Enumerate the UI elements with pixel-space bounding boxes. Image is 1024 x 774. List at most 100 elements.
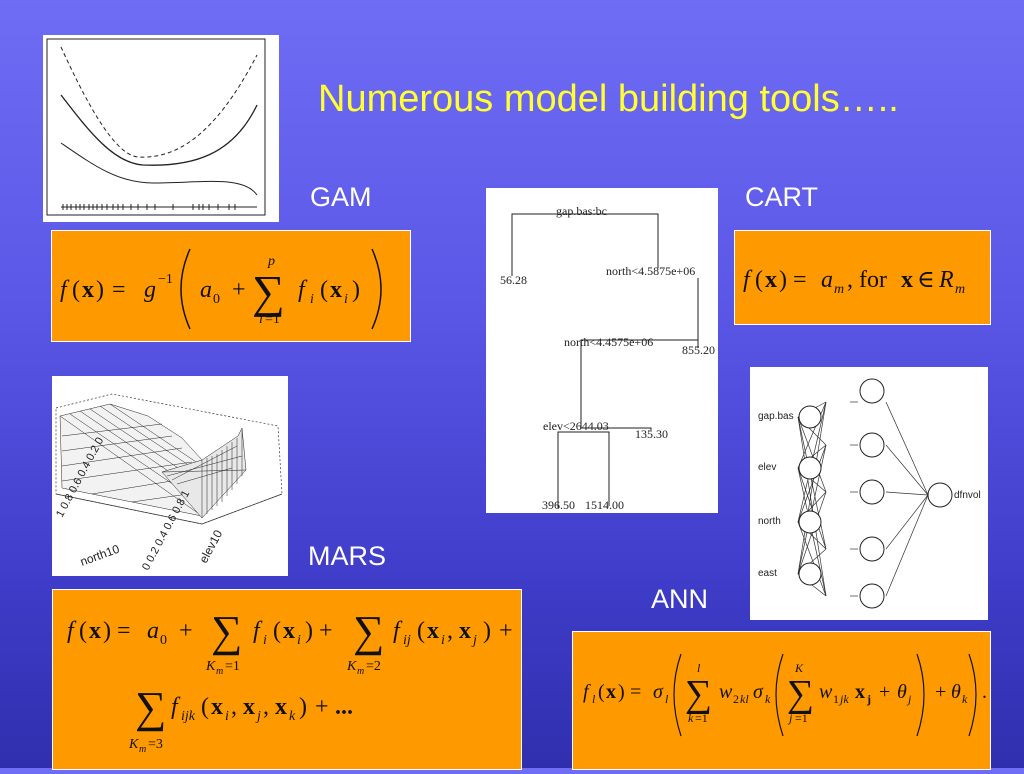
mars-label: MARS (308, 541, 387, 571)
svg-text:f: f (60, 277, 70, 303)
svg-text:=1: =1 (265, 312, 280, 327)
svg-text:K: K (346, 659, 357, 674)
svg-text:,: , (447, 618, 453, 644)
svg-text:a: a (821, 267, 833, 293)
svg-text:θ: θ (897, 681, 907, 703)
svg-text:l: l (697, 661, 701, 675)
svg-text:.: . (982, 681, 987, 703)
gam-curve-plot (43, 35, 279, 222)
svg-text:w: w (819, 681, 833, 703)
svg-text:): ) (299, 694, 307, 720)
svg-text:j: j (255, 709, 261, 724)
svg-text:i: i (263, 633, 267, 648)
svg-text:=1: =1 (225, 659, 240, 674)
svg-text:=: = (630, 681, 641, 703)
cart-tree-diagram: gap.bas:bc 56.28 north<4.5875e+06 855.20… (486, 188, 718, 513)
svg-text:R: R (938, 267, 954, 293)
svg-text:m: m (357, 666, 364, 677)
svg-text:,: , (231, 694, 237, 720)
svg-text:∈: ∈ (917, 267, 935, 293)
svg-text:i: i (344, 292, 348, 307)
svg-text:j: j (906, 692, 912, 706)
svg-text:): ) (305, 618, 313, 644)
svg-text:x: x (765, 267, 777, 293)
ann-network-diagram: gap.bas elev north east dfnvol (750, 367, 988, 620)
slide-title: Numerous model building tools….. (318, 78, 899, 120)
svg-text:(: ( (201, 694, 209, 720)
svg-text:x: x (211, 694, 223, 720)
svg-text:+: + (499, 618, 513, 644)
svg-text:,: , (263, 694, 269, 720)
ann-input-3: north (758, 516, 781, 527)
svg-text:(: ( (598, 681, 605, 703)
svg-text:x: x (82, 277, 94, 303)
svg-text:...: ... (335, 694, 353, 720)
svg-text:jk: jk (838, 692, 849, 706)
svg-text:i: i (297, 633, 301, 648)
svg-text:=1: =1 (695, 711, 708, 725)
svg-text:∑: ∑ (211, 607, 242, 656)
svg-text:k: k (765, 692, 771, 706)
svg-text:a: a (200, 277, 212, 303)
svg-text:w: w (719, 681, 733, 703)
svg-text:f: f (583, 681, 591, 703)
svg-text:x: x (283, 618, 295, 644)
svg-text:x: x (427, 618, 439, 644)
svg-text:g: g (144, 277, 156, 303)
svg-text:i: i (441, 633, 445, 648)
svg-text:+: + (315, 694, 329, 720)
svg-text:i: i (259, 312, 263, 327)
svg-text:): ) (483, 618, 491, 644)
svg-text:f: f (67, 618, 77, 644)
svg-text:(: ( (79, 618, 87, 644)
surface-elev-label: elev10 (196, 527, 225, 565)
svg-text:x: x (901, 267, 913, 293)
surface-north-label: north10 (78, 542, 121, 569)
svg-text:): ) (103, 618, 111, 644)
svg-text:(: ( (417, 618, 425, 644)
svg-text:): ) (352, 277, 360, 303)
tree-split-2: north<4.5875e+06 (606, 264, 695, 278)
svg-text:x: x (275, 694, 287, 720)
svg-text:+: + (879, 681, 890, 703)
svg-text:): ) (618, 681, 625, 703)
cart-formula: f ( x ) = a m , for x ∈ R m (734, 230, 991, 325)
svg-text:K: K (205, 659, 216, 674)
svg-text:=: = (793, 267, 807, 293)
svg-text:θ: θ (951, 681, 961, 703)
svg-text:m: m (834, 282, 844, 297)
svg-text:j: j (787, 711, 793, 725)
svg-text:i: i (225, 709, 229, 724)
svg-text:−1: −1 (158, 272, 173, 287)
svg-text:f: f (743, 267, 753, 293)
svg-text:k: k (289, 709, 296, 724)
svg-text:i: i (310, 292, 314, 307)
svg-text:j: j (866, 692, 871, 706)
ann-output: dfnvol (954, 490, 981, 501)
svg-text:=: = (117, 618, 131, 644)
ann-input-2: elev (758, 462, 776, 473)
svg-text:j: j (471, 633, 477, 648)
svg-text:k: k (962, 692, 968, 706)
tree-root-split: gap.bas:bc (556, 204, 607, 218)
svg-text:a: a (147, 618, 159, 644)
svg-text:(: ( (320, 277, 328, 303)
mars-surface-plot: 1 0.8 0.6 0.4 0.2 0 north10 0 0.2 0.4 0.… (52, 376, 288, 576)
svg-text:): ) (96, 277, 104, 303)
svg-text:σ: σ (653, 681, 664, 703)
svg-text:∑: ∑ (787, 673, 814, 715)
svg-text:f: f (298, 277, 308, 303)
tree-leaf-2: 855.20 (682, 343, 715, 357)
svg-text:=: = (112, 277, 126, 303)
cart-label: CART (745, 182, 819, 212)
tree-leaf-4: 396.50 (542, 498, 575, 512)
svg-text:ijk: ijk (181, 709, 196, 724)
svg-text:kl: kl (740, 692, 749, 706)
svg-text:x: x (243, 694, 255, 720)
svg-text:m: m (216, 666, 223, 677)
svg-text:k: k (688, 711, 694, 725)
svg-text:f: f (393, 618, 403, 644)
svg-text:K: K (794, 661, 804, 675)
svg-text:m: m (139, 744, 146, 755)
